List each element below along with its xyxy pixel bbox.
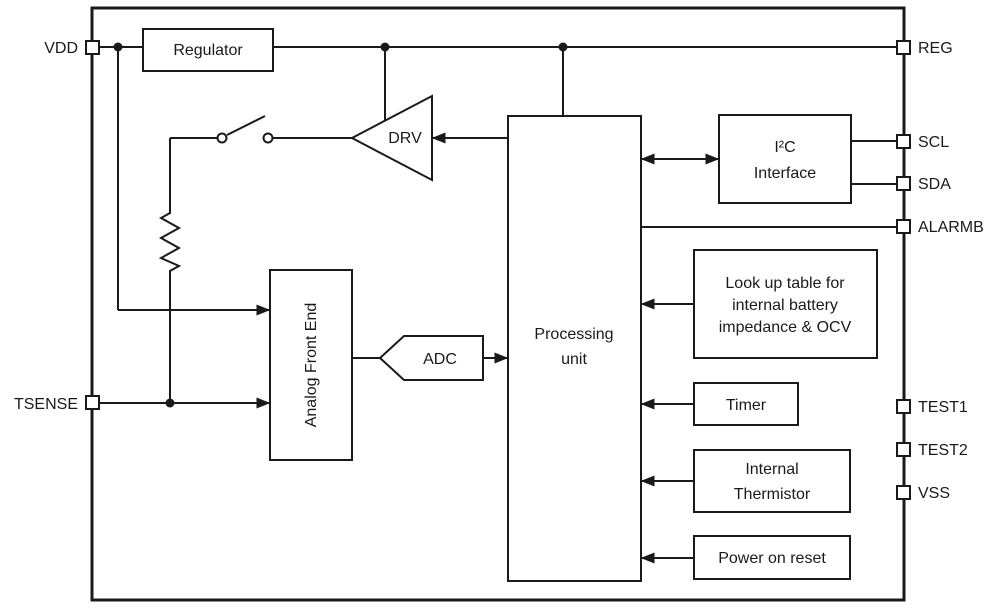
lookup-table-box — [693, 249, 878, 359]
scl-pin — [896, 134, 911, 149]
alarmb-pin — [896, 219, 911, 234]
internal-thermistor-box — [693, 449, 851, 513]
processing-unit-label-line1: Processing — [534, 326, 613, 343]
adc-shape — [378, 335, 484, 381]
i2c-label-line1: I²C — [774, 139, 795, 156]
drv-label: DRV — [388, 130, 422, 147]
scl-pin-label: SCL — [918, 134, 949, 151]
lookup-table-label-line1: Look up table for — [725, 275, 845, 292]
junction-dot-drv-supply — [380, 42, 390, 52]
internal-thermistor-block: Internal Thermistor — [693, 449, 851, 513]
junction-dot-tsense — [165, 398, 175, 408]
analog-front-end-box — [269, 269, 353, 461]
tsense-pin — [85, 395, 100, 410]
power-on-reset-box — [693, 535, 851, 580]
timer-block: Timer — [693, 382, 799, 426]
regulator-block: Regulator — [142, 28, 274, 72]
analog-front-end-block: Analog Front End — [269, 269, 353, 461]
pins-right: REG SCL SDA ALARMB TEST1 TEST2 VSS — [896, 40, 984, 502]
i2c-interface-box — [718, 114, 852, 204]
vdd-pin — [85, 40, 100, 55]
power-on-reset-label: Power on reset — [718, 550, 826, 567]
sda-pin-label: SDA — [918, 176, 951, 193]
internal-thermistor-label-line1: Internal — [745, 461, 798, 478]
sda-pin — [896, 176, 911, 191]
reg-pin — [896, 40, 911, 55]
test1-pin — [896, 399, 911, 414]
switch-symbol — [216, 115, 274, 144]
regulator-box — [142, 28, 274, 72]
switch-contact-left — [216, 132, 228, 144]
timer-box — [693, 382, 799, 426]
internal-thermistor-label-line2: Thermistor — [734, 486, 811, 503]
junction-dot-vdd — [113, 42, 123, 52]
pins-left: VDD TSENSE — [14, 40, 100, 413]
tsense-pin-label: TSENSE — [14, 396, 78, 413]
regulator-label: Regulator — [173, 42, 243, 59]
switch-contact-right — [262, 132, 274, 144]
wiring — [98, 42, 897, 564]
timer-label: Timer — [726, 397, 767, 414]
switch-lever — [226, 115, 266, 136]
chip-boundary — [90, 6, 906, 602]
reg-pin-label: REG — [918, 40, 953, 57]
alarmb-pin-label: ALARMB — [918, 219, 984, 236]
resistor-symbol — [158, 207, 182, 276]
vdd-pin-label: VDD — [44, 40, 78, 57]
lookup-table-label-line2: internal battery — [732, 297, 838, 314]
lookup-table-label-line3: impedance & OCV — [719, 319, 852, 336]
adc-block: ADC — [378, 335, 484, 381]
lookup-table-block: Look up table for internal battery imped… — [693, 249, 878, 359]
drv-block: DRV — [349, 94, 433, 182]
test2-pin-label: TEST2 — [918, 442, 968, 459]
test1-pin-label: TEST1 — [918, 399, 968, 416]
analog-front-end-label: Analog Front End — [303, 303, 320, 428]
adc-label: ADC — [423, 351, 457, 368]
test2-pin — [896, 442, 911, 457]
vss-pin — [896, 485, 911, 500]
power-on-reset-block: Power on reset — [693, 535, 851, 580]
i2c-label-line2: Interface — [754, 165, 816, 182]
vss-pin-label: VSS — [918, 485, 950, 502]
junction-dot-processing-supply — [558, 42, 568, 52]
processing-unit-block: Processing unit — [507, 115, 642, 582]
i2c-interface-block: I²C Interface — [718, 114, 852, 204]
processing-unit-label-line2: unit — [561, 351, 587, 368]
drv-triangle — [349, 94, 433, 182]
processing-unit-box — [507, 115, 642, 582]
